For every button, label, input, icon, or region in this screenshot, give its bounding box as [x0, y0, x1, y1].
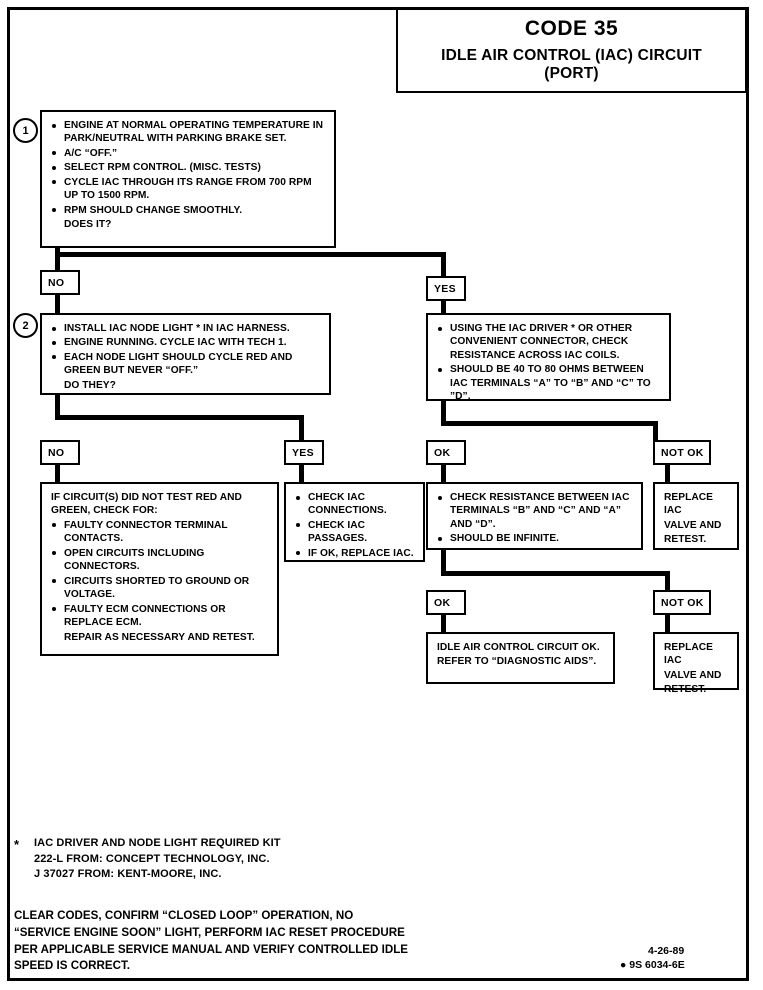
replace-iac-line: REPLACE IAC — [664, 642, 714, 667]
circuit-ok-line: IDLE AIR CONTROL CIRCUIT OK. — [437, 642, 600, 653]
step-number-1: 1 — [13, 118, 38, 143]
connector-no2-to-circuit-check — [55, 465, 60, 482]
replace-iac-line: REPLACE IAC — [664, 492, 714, 517]
connector-yes1-to-resistance — [441, 301, 446, 313]
circuit-ok-line: REFER TO “DIAGNOSTIC AIDS”. — [437, 656, 597, 668]
step-1-box: ENGINE AT NORMAL OPERATING TEMPERATURE I… — [40, 110, 336, 248]
connector-ok1-to-infinite — [441, 465, 446, 482]
resistance-check-item: SHOULD BE 40 TO 80 OHMS BETWEEN IAC TERM… — [437, 363, 661, 403]
tag-not-ok-level-2: NOT OK — [653, 440, 711, 465]
title-block: CODE 35 IDLE AIR CONTROL (IAC) CIRCUIT (… — [396, 8, 747, 93]
asterisk-icon: * — [14, 837, 20, 852]
connector-no1-to-step2 — [55, 295, 60, 315]
connector-yes2-down — [299, 415, 304, 441]
step-2-item: ENGINE RUNNING. CYCLE IAC WITH TECH 1. — [51, 336, 321, 349]
closing-note-line: PER APPLICABLE SERVICE MANUAL AND VERIFY… — [14, 942, 409, 956]
connector-branch-bus-level2-right — [441, 421, 658, 426]
title-circuit-name: IDLE AIR CONTROL (IAC) CIRCUIT — [441, 47, 702, 65]
footnote-line: 222-L FROM: CONCEPT TECHNOLOGY, INC. — [34, 852, 270, 865]
footnote-line: J 37027 FROM: KENT-MOORE, INC. — [34, 868, 222, 881]
circuit-check-item: FAULTY ECM CONNECTIONS OR REPLACE ECM. — [51, 603, 269, 630]
closing-note-line: CLEAR CODES, CONFIRM “CLOSED LOOP” OPERA… — [14, 909, 354, 922]
publication-info: 4-26-89 ● 9S 6034-6E — [620, 944, 740, 972]
step-1-item: RPM SHOULD CHANGE SMOOTHLY. — [51, 204, 326, 217]
replace-iac-line: RETEST. — [664, 684, 707, 696]
connector-step1-down — [55, 248, 60, 270]
circuit-check-tail: REPAIR AS NECESSARY AND RETEST. — [64, 631, 255, 643]
connector-branch-bus-level2-left — [55, 415, 304, 420]
connector-notok1-down — [653, 421, 658, 441]
check-iac-box: CHECK IAC CONNECTIONS. CHECK IAC PASSAGE… — [284, 482, 425, 562]
tag-no-level-2: NO — [40, 440, 80, 465]
closing-note-line: SPEED IS CORRECT. — [14, 959, 130, 973]
replace-iac-line: VALVE AND — [664, 669, 722, 681]
check-iac-item: CHECK IAC CONNECTIONS. — [295, 491, 415, 518]
connector-notok1-to-replace — [665, 465, 670, 482]
step-1-item: ENGINE AT NORMAL OPERATING TEMPERATURE I… — [51, 119, 326, 146]
circuit-check-heading: IF CIRCUIT(S) DID NOT TEST RED AND GREEN… — [51, 492, 242, 517]
title-subtitle: IDLE AIR CONTROL (IAC) CIRCUIT (PORT) — [398, 47, 745, 84]
footnote-block: * IAC DRIVER AND NODE LIGHT REQUIRED KIT… — [14, 836, 444, 883]
connector-ok2-to-circuit-ok — [441, 615, 446, 632]
step-number-2: 2 — [13, 313, 38, 338]
infinite-resistance-item: CHECK RESISTANCE BETWEEN IAC TERMINALS “… — [437, 491, 633, 531]
replace-iac-line: RETEST. — [664, 534, 707, 546]
replace-iac-line: VALVE AND — [664, 519, 722, 531]
step-2-item: INSTALL IAC NODE LIGHT * IN IAC HARNESS. — [51, 322, 321, 335]
step-1-item: SELECT RPM CONTROL. (MISC. TESTS) — [51, 161, 326, 174]
tag-no-level-1: NO — [40, 270, 80, 295]
step-1-item: CYCLE IAC THROUGH ITS RANGE FROM 700 RPM… — [51, 176, 326, 203]
circuit-ok-box: IDLE AIR CONTROL CIRCUIT OK. REFER TO “D… — [426, 632, 615, 684]
circuit-check-item: OPEN CIRCUITS INCLUDING CONNECTORS. — [51, 547, 269, 574]
closing-note-line: “SERVICE ENGINE SOON” LIGHT, PERFORM IAC… — [14, 925, 405, 939]
circuit-check-box: IF CIRCUIT(S) DID NOT TEST RED AND GREEN… — [40, 482, 279, 656]
step-1-item: A/C “OFF.” — [51, 147, 326, 160]
replace-iac-box-lower: REPLACE IAC VALVE AND RETEST. — [653, 632, 739, 695]
connector-infinite-down — [441, 550, 446, 576]
circuit-check-item: FAULTY CONNECTOR TERMINAL CONTACTS. — [51, 519, 269, 546]
title-code: CODE 35 — [524, 17, 619, 40]
connector-notok2-down — [665, 571, 670, 591]
connector-yes2-to-check-iac — [299, 465, 304, 482]
circuit-check-item: CIRCUITS SHORTED TO GROUND OR VOLTAGE. — [51, 575, 269, 602]
connector-branch-bus-level1 — [55, 252, 446, 257]
closing-note-block: CLEAR CODES, CONFIRM “CLOSED LOOP” OPERA… — [14, 908, 494, 975]
step-2-item: EACH NODE LIGHT SHOULD CYCLE RED AND GRE… — [51, 351, 321, 378]
resistance-check-box: USING THE IAC DRIVER * OR OTHER CONVENIE… — [426, 313, 671, 403]
tag-yes-level-2: YES — [284, 440, 324, 465]
connector-step2-down — [55, 395, 60, 420]
connector-notok2-to-replace — [665, 615, 670, 632]
infinite-resistance-box: CHECK RESISTANCE BETWEEN IAC TERMINALS “… — [426, 482, 643, 550]
replace-iac-box-upper: REPLACE IAC VALVE AND RETEST. — [653, 482, 739, 550]
tag-yes-level-1: YES — [426, 276, 466, 301]
title-variant: (PORT) — [544, 65, 599, 83]
publication-date: 4-26-89 — [648, 945, 685, 957]
check-iac-item: CHECK IAC PASSAGES. — [295, 519, 415, 546]
page-border — [7, 7, 749, 981]
tag-ok-level-3: OK — [426, 590, 466, 615]
resistance-check-item: USING THE IAC DRIVER * OR OTHER CONVENIE… — [437, 322, 661, 362]
tag-ok-level-2: OK — [426, 440, 466, 465]
tag-not-ok-level-3: NOT OK — [653, 590, 711, 615]
publication-part-number: ● 9S 6034-6E — [620, 959, 685, 972]
step-1-question: DOES IT? — [64, 219, 112, 231]
infinite-resistance-item: SHOULD BE INFINITE. — [437, 532, 633, 545]
connector-yes1-down — [441, 252, 446, 276]
connector-resistance-down — [441, 401, 446, 426]
connector-branch-bus-level3 — [441, 571, 670, 576]
footnote-line: IAC DRIVER AND NODE LIGHT REQUIRED KIT — [34, 837, 281, 849]
step-2-box: INSTALL IAC NODE LIGHT * IN IAC HARNESS.… — [40, 313, 331, 395]
step-2-question: DO THEY? — [64, 379, 116, 391]
check-iac-item: IF OK, REPLACE IAC. — [295, 547, 415, 560]
